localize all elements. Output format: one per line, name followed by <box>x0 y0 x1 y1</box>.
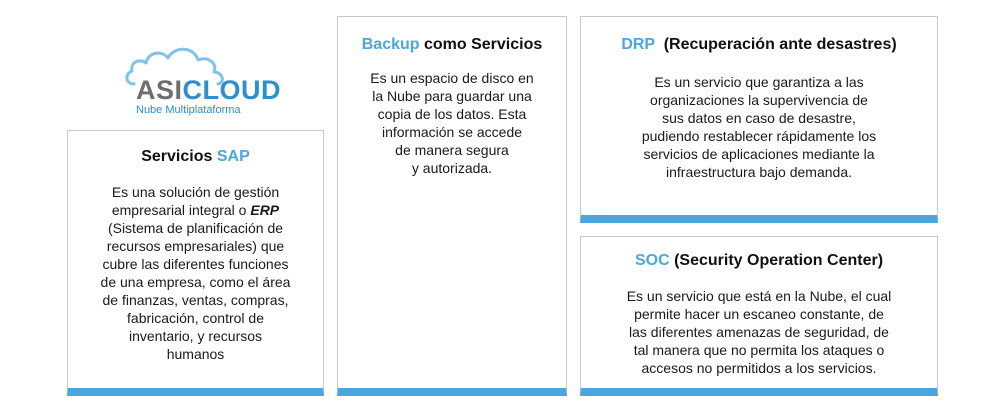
body-line-text: empresarial integral o <box>111 202 251 218</box>
body-line: recursos empresariales) que <box>106 238 285 254</box>
title-accent: SOC <box>634 252 670 269</box>
erp-term: ERP <box>250 202 280 218</box>
card-title: DRP (Recuperación ante desastres) <box>581 35 937 55</box>
body-line: fabricación, control de <box>127 310 264 326</box>
card-title: SOC (Security Operation Center) <box>581 251 937 271</box>
card-backup-servicios: Backup como Servicios Es un espacio de d… <box>337 16 567 396</box>
card-body: Es un servicio que garantiza a las organ… <box>581 73 937 181</box>
body-line: Es un servicio que garantiza a las <box>654 74 864 90</box>
body-line: servicios de aplicaciones mediante la <box>643 146 875 162</box>
body-line: pudiendo restablecer rápidamente los <box>641 128 877 144</box>
logo-tagline: Nube Multiplataforma <box>136 104 241 116</box>
card-body: Es una solución de gestión empresarial i… <box>68 183 323 363</box>
title-accent: SAP <box>216 148 250 165</box>
body-line: la Nube para guardar una <box>372 88 532 104</box>
title-suffix: como Servicios <box>419 36 543 53</box>
body-line: Es una solución de gestión <box>111 184 280 200</box>
body-line: de finanzas, ventas, compras, <box>102 292 289 308</box>
asicloud-logo: ASICLOUD Nube Multiplataforma <box>122 38 282 124</box>
body-line: de una empresa, como el área <box>100 274 291 290</box>
body-line: copia de los datos. Esta <box>377 106 527 122</box>
logo-word-cloud: CLOUD <box>182 75 282 105</box>
title-accent: Backup <box>361 36 420 53</box>
body-line: Es un espacio de disco en <box>370 70 534 86</box>
title-suffix: (Security Operation Center) <box>669 252 884 269</box>
title-suffix: (Recuperación ante desastres) <box>654 36 897 53</box>
body-line: cubre las diferentes funciones <box>102 256 289 272</box>
card-drp: DRP (Recuperación ante desastres) Es un … <box>580 16 938 223</box>
card-soc: SOC (Security Operation Center) Es un se… <box>580 236 938 396</box>
card-title: Servicios SAP <box>68 147 323 167</box>
logo-wordmark: ASICLOUD <box>136 76 281 104</box>
body-line: Es un servicio que está en la Nube, el c… <box>626 288 892 304</box>
body-line: accesos no permitidos a los servicios. <box>641 360 877 376</box>
body-line: inventario, y recursos <box>128 328 263 344</box>
logo-word-asi: ASI <box>136 75 183 105</box>
body-line: tal manera que no permita los ataques o <box>633 342 885 358</box>
body-line: permite hacer un escaneo constante, de <box>634 306 884 322</box>
card-servicios-sap: Servicios SAP Es una solución de gestión… <box>67 130 324 396</box>
body-line: infraestructura bajo demanda. <box>666 164 852 180</box>
body-line: humanos <box>166 346 225 362</box>
title-accent: DRP <box>621 36 655 53</box>
body-line: sus datos en caso de desastre, <box>662 110 856 126</box>
body-line: y autorizada. <box>411 160 493 176</box>
body-line: organizaciones la supervivencia de <box>650 92 868 108</box>
body-line: empresarial integral o ERP <box>68 201 323 219</box>
body-line: (Sistema de planificación de <box>107 220 284 236</box>
card-body: Es un espacio de disco en la Nube para g… <box>338 69 566 177</box>
card-title: Backup como Servicios <box>338 35 566 55</box>
cloud-outline-icon <box>125 47 224 86</box>
body-line: las diferentes amenazas de seguridad, de <box>629 324 889 340</box>
card-body: Es un servicio que está en la Nube, el c… <box>581 287 937 377</box>
body-line: de manera segura <box>395 142 509 158</box>
title-prefix: Servicios <box>141 148 217 165</box>
body-line: información se accede <box>381 124 523 140</box>
